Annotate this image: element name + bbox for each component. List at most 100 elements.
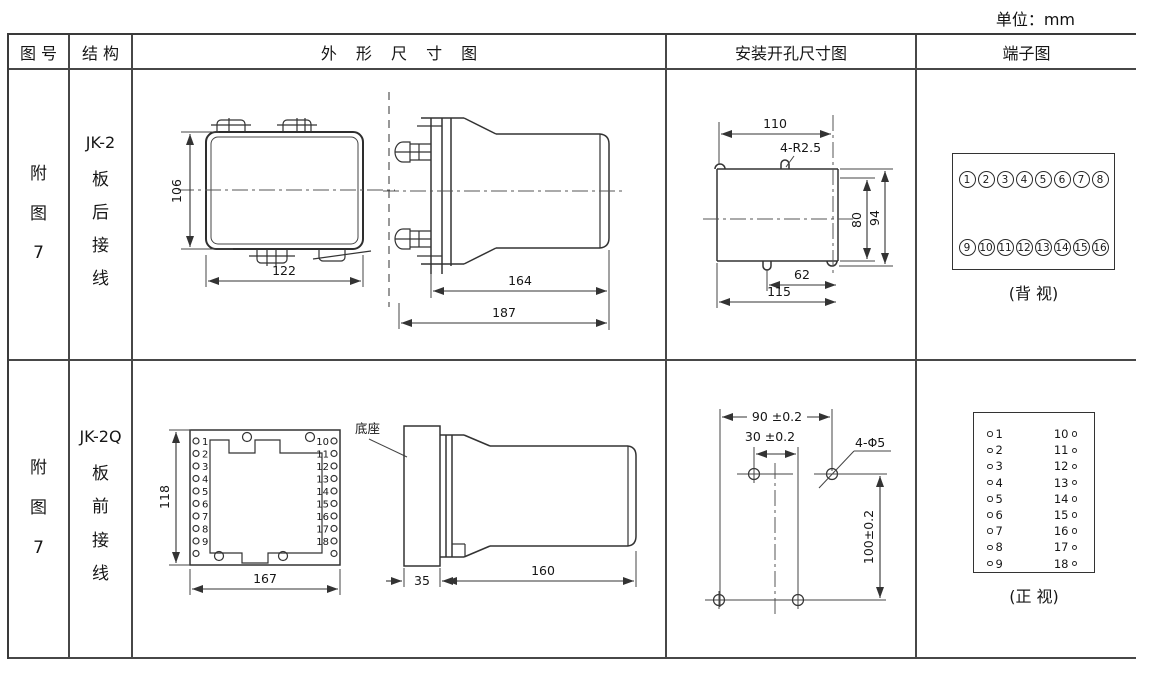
terminal-number: 12: [1053, 459, 1069, 474]
terminal-item: 2: [987, 442, 1003, 458]
terminal-dot-icon: [987, 479, 993, 486]
terminal-circle: 3: [996, 171, 1014, 188]
front-terminal-8: 8: [202, 525, 208, 536]
jk2-outline-drawing: 106 122: [169, 92, 625, 330]
jk2q-side-view: 底座: [355, 421, 637, 588]
row2-install-cell: 90 ±0.2 30 ±0.2 4-Φ5: [667, 361, 917, 659]
terminal-number: 7: [995, 524, 1003, 539]
front-terminal-4: 4: [202, 475, 208, 486]
terminal-dot-icon: [987, 431, 993, 437]
row1-fig-no: 附图7: [30, 163, 47, 264]
terminal-dot-icon: [1071, 544, 1077, 551]
front-terminal-2: 2: [202, 450, 208, 461]
terminal-circle: 16: [1091, 239, 1109, 256]
terminal-number: 9: [995, 556, 1003, 571]
terminal-dot-icon: [1071, 447, 1077, 454]
front-terminal-11: 11: [316, 450, 329, 461]
terminal-dot-icon: [987, 463, 993, 470]
terminal-circle: 15: [1072, 239, 1090, 256]
terminal-item: 3: [987, 458, 1003, 474]
terminal-item: 12: [1054, 458, 1077, 474]
dim-62: 62: [794, 267, 810, 282]
terminal-number: 2: [995, 443, 1003, 458]
dim-167: 167: [253, 571, 277, 586]
jk2-install-drawing: 110 4-R2.5 80 94 62 115: [703, 115, 893, 308]
terminal-dot-icon: [1071, 560, 1077, 567]
row1-wiring: 板后接线: [92, 169, 109, 290]
terminal-circle: 14: [1053, 239, 1071, 256]
drawing-table: 图 号 结 构 外 形 尺 寸 图 安装开孔尺寸图 端子图 附图7 JK-2 板…: [7, 33, 1136, 659]
terminal-number: 13: [1053, 475, 1069, 490]
terminal-item: 6: [987, 507, 1003, 523]
terminal-dot-icon: [987, 528, 993, 534]
dim-94: 94: [867, 210, 882, 226]
terminal-item: 18: [1054, 556, 1077, 572]
terminal-circle: 2: [977, 171, 995, 188]
row2-fig-no: 附图7: [30, 458, 47, 558]
terminal-item: 15: [1054, 507, 1077, 523]
header-structure: 结 构: [70, 35, 133, 70]
dim-122: 122: [272, 263, 296, 278]
jk2-cutout-dims: 110 4-R2.5 80 94 62 115: [716, 116, 893, 308]
front-terminal-5: 5: [202, 487, 208, 498]
terminal-number: 17: [1053, 540, 1069, 555]
terminal-dot-icon: [1071, 463, 1077, 470]
front-terminal-12: 12: [316, 462, 329, 473]
front-terminal-17: 17: [316, 525, 329, 536]
terminal-item: 11: [1054, 442, 1077, 458]
terminal-circle: 4: [1015, 171, 1033, 188]
terminal-item: 1: [987, 426, 1003, 442]
terminal-number: 1: [995, 427, 1003, 442]
front-terminal-13: 13: [316, 475, 329, 486]
row1-install-cell: 110 4-R2.5 80 94 62 115: [667, 70, 917, 361]
jk2q-install-drawing: 90 ±0.2 30 ±0.2 4-Φ5: [705, 409, 891, 615]
terminal-item: 14: [1054, 491, 1077, 507]
dim-187: 187: [492, 305, 516, 320]
dim-160: 160: [531, 563, 555, 578]
dim-30: 30 ±0.2: [745, 429, 795, 444]
row2-terminal-cell: 1 2 3 4 5 6: [917, 361, 1136, 659]
terminal-dot-icon: [1071, 512, 1077, 518]
label-4-phi5: 4-Φ5: [855, 435, 885, 450]
terminal-circle: 6: [1053, 171, 1071, 188]
terminal-number: 3: [995, 459, 1003, 474]
row1-terminal-caption: (背 视): [1008, 284, 1059, 303]
jk2q-hole-pattern: 90 ±0.2 30 ±0.2 4-Φ5: [705, 409, 891, 615]
terminal-item: 16: [1054, 523, 1077, 539]
terminal-item: 8: [987, 539, 1003, 555]
row2-wiring: 板前接线: [92, 464, 109, 584]
front-terminal-3: 3: [202, 462, 208, 473]
terminal-dot-icon: [987, 544, 993, 551]
front-terminal-7: 7: [202, 512, 208, 523]
terminal-circle: 8: [1091, 171, 1109, 188]
terminal-item: 5: [987, 491, 1003, 507]
dim-110: 110: [763, 116, 787, 131]
terminal-circle: 9: [958, 239, 976, 256]
terminal-circle: 13: [1034, 239, 1052, 256]
terminal-dot-icon: [1071, 496, 1077, 502]
front-terminal-18: 18: [316, 537, 329, 548]
header-outline: 外 形 尺 寸 图: [133, 35, 667, 70]
terminal-circle: 11: [996, 239, 1014, 256]
dim-90: 90 ±0.2: [752, 409, 802, 424]
row1-model: JK-2: [85, 132, 116, 152]
jk2-front-view: 106 122: [169, 118, 395, 287]
front-terminal-9: 9: [202, 537, 208, 548]
terminal-circle: 10: [977, 239, 995, 256]
terminal-item: 17: [1054, 539, 1077, 555]
terminal-dot-icon: [987, 496, 993, 502]
jk2q-outline-drawing: 1 2 3 4 5 6 7 8 9 10 11 12 13 14 15 16 1: [157, 421, 637, 595]
row1-fig-no-cell: 附图7: [9, 70, 70, 361]
row2-structure-cell: JK-2Q 板前接线: [70, 361, 133, 659]
header-install: 安装开孔尺寸图: [667, 35, 917, 70]
front-terminal-15: 15: [316, 500, 329, 511]
terminal-dot-icon: [1071, 431, 1077, 437]
dim-118: 118: [157, 485, 172, 509]
front-terminal-14: 14: [316, 487, 329, 498]
header-terminal: 端子图: [917, 35, 1136, 70]
terminal-dot-icon: [987, 447, 993, 454]
terminal-circle: 12: [1015, 239, 1033, 256]
terminal-dot-icon: [987, 560, 993, 567]
